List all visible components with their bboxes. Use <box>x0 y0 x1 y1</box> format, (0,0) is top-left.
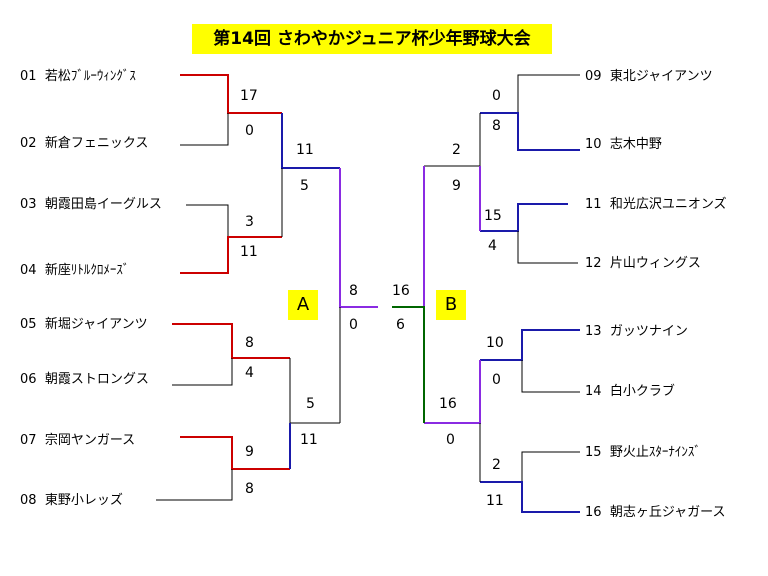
r2-score-4: 11 <box>300 432 318 448</box>
r1-score-01: 17 <box>240 88 258 104</box>
r1-score-07: 9 <box>245 444 254 460</box>
r2-score-2: 5 <box>300 178 309 194</box>
bracket-line-rr2c <box>424 360 481 424</box>
bracket-line-rw1 <box>480 112 580 151</box>
bracket-line-rw3 <box>480 329 580 361</box>
sf-score-b-bottom: 6 <box>396 317 405 333</box>
bracket-line-lw3 <box>172 323 290 359</box>
r1-score-14: 0 <box>492 372 501 388</box>
sf-score-b-top: 16 <box>392 283 410 299</box>
r2-score-1: 11 <box>296 142 314 158</box>
team-16: 16 朝志ヶ丘ジャガース <box>585 505 726 520</box>
r2-score-5: 2 <box>452 142 461 158</box>
team-06: 06 朝霞ストロングス <box>20 372 149 387</box>
bracket-line-ll1 <box>180 113 229 146</box>
r1-score-04: 11 <box>240 244 258 260</box>
r1-score-09: 0 <box>492 88 501 104</box>
r1-score-02: 0 <box>245 123 254 139</box>
bracket-line-ll4 <box>156 469 233 501</box>
bracket-line-ll2 <box>186 204 229 237</box>
team-08: 08 東野小レッズ <box>20 493 123 508</box>
r1-score-15: 2 <box>492 457 501 473</box>
bracket-line-lw4 <box>180 436 290 470</box>
r1-score-06: 4 <box>245 365 254 381</box>
r1-score-11: 15 <box>484 208 502 224</box>
r2-score-7: 16 <box>439 396 457 412</box>
bracket-line-rr2a <box>424 113 481 167</box>
pool-a-label: A <box>288 290 318 320</box>
team-15: 15 野火止ｽﾀｰﾅｲﾝｽﾞ <box>585 445 701 460</box>
team-13: 13 ガッツナイン <box>585 324 688 339</box>
team-03: 03 朝霞田島イーグルス <box>20 197 162 212</box>
team-11: 11 和光広沢ユニオンズ <box>585 197 727 212</box>
r1-score-10: 8 <box>492 118 501 134</box>
team-04: 04 新座ﾘﾄﾙｸﾛﾒｰｽﾞ <box>20 263 130 278</box>
r2-score-6: 9 <box>452 178 461 194</box>
bracket-line-lw2 <box>180 236 282 274</box>
team-01: 01 若松ﾌﾞﾙｰｳｨﾝｸﾞｽ <box>20 69 136 84</box>
r2-score-3: 5 <box>306 396 315 412</box>
bracket-line-rw2 <box>480 203 568 232</box>
bracket-line-lr2c <box>289 358 340 424</box>
bracket-line-lsf1 <box>339 168 378 308</box>
team-05: 05 新堀ジャイアンツ <box>20 317 148 332</box>
team-12: 12 片山ウィングス <box>585 256 701 271</box>
r1-score-08: 8 <box>245 481 254 497</box>
sf-score-a-bottom: 0 <box>349 317 358 333</box>
bracket-line-rl2 <box>517 231 578 264</box>
bracket-line-rl3 <box>521 360 580 393</box>
sf-score-a-top: 8 <box>349 283 358 299</box>
r1-score-13: 10 <box>486 335 504 351</box>
bracket-line-ll3 <box>172 358 233 386</box>
bracket-line-rw4 <box>480 481 580 513</box>
r1-score-03: 3 <box>245 214 254 230</box>
pool-b-label: B <box>436 290 466 320</box>
bracket-line-lr2a <box>281 113 340 169</box>
bracket-line-lw1 <box>180 74 282 114</box>
tournament-title: 第14回 さわやかジュニア杯少年野球大会 <box>192 24 552 54</box>
r2-score-8: 0 <box>446 432 455 448</box>
team-09: 09 東北ジャイアンツ <box>585 69 713 84</box>
team-07: 07 宗岡ヤンガース <box>20 433 136 448</box>
r1-score-05: 8 <box>245 335 254 351</box>
bracket-line-rsf2 <box>392 306 425 423</box>
team-10: 10 志木中野 <box>585 137 662 152</box>
r1-score-16: 11 <box>486 493 504 509</box>
team-02: 02 新倉フェニックス <box>20 136 149 151</box>
r1-score-12: 4 <box>488 238 497 254</box>
team-14: 14 白小クラブ <box>585 384 675 399</box>
